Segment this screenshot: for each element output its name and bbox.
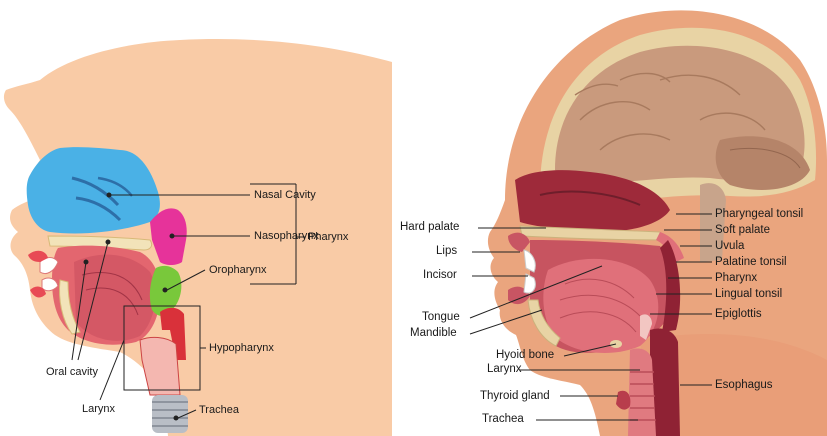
label-larynx: Larynx	[82, 403, 115, 416]
label-uvula: Uvula	[715, 240, 744, 253]
label-mandible: Mandible	[410, 327, 457, 340]
label-oral-cavity: Oral cavity	[46, 366, 98, 379]
larynx-trachea	[628, 348, 656, 436]
label-thyroid-gland: Thyroid gland	[480, 390, 550, 403]
label-incisor: Incisor	[423, 269, 457, 282]
label-soft-palate: Soft palate	[715, 224, 770, 237]
label-tongue: Tongue	[422, 311, 460, 324]
label-trachea: Trachea	[199, 404, 239, 417]
label-epiglottis: Epiglottis	[715, 308, 762, 321]
label-esophagus: Esophagus	[715, 379, 773, 392]
label-oropharynx: Oropharynx	[209, 264, 266, 277]
label-trachea-right: Trachea	[482, 413, 524, 426]
label-hypopharynx: Hypopharynx	[209, 342, 274, 355]
label-nasal-cavity: Nasal Cavity	[254, 189, 316, 202]
label-lingual-tonsil: Lingual tonsil	[715, 288, 782, 301]
label-hard-palate: Hard palate	[400, 221, 459, 234]
label-pharynx: Pharynx	[308, 231, 348, 244]
label-hyoid-bone: Hyoid bone	[496, 349, 554, 362]
tongue	[543, 259, 658, 353]
label-pharyngeal-tonsil: Pharyngeal tonsil	[715, 208, 803, 221]
label-palatine-tonsil: Palatine tonsil	[715, 256, 787, 269]
label-pharynx-right: Pharynx	[715, 272, 757, 285]
label-larynx-right: Larynx	[487, 363, 522, 376]
label-lips: Lips	[436, 245, 457, 258]
